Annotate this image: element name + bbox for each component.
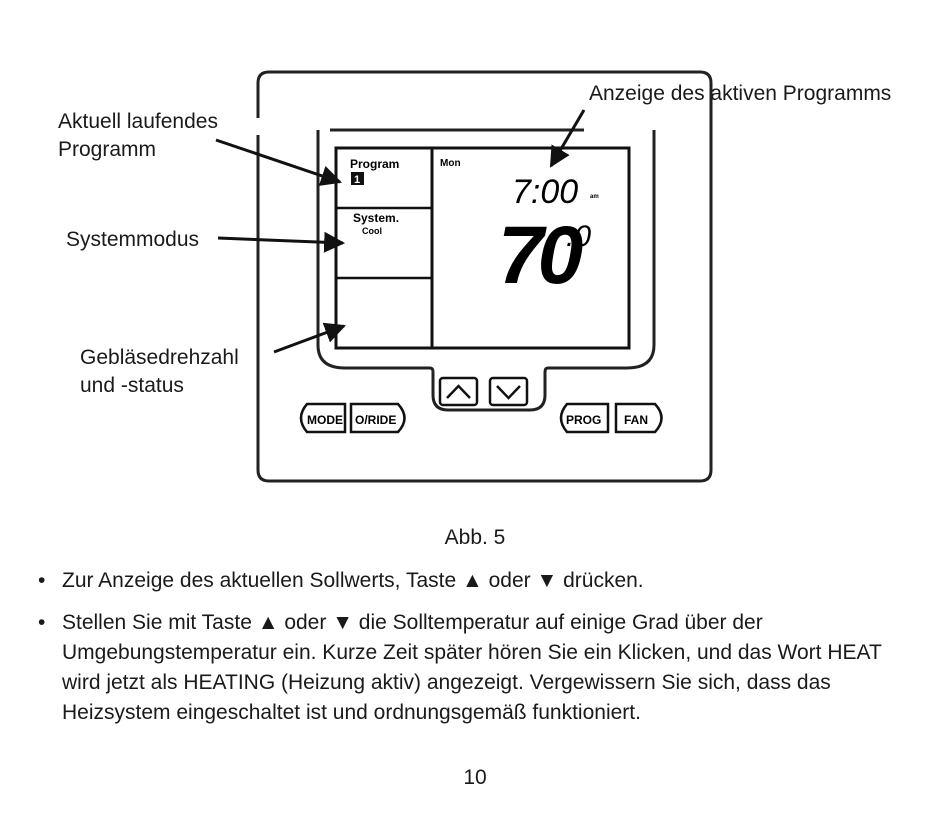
time-suffix: am [590, 194, 599, 200]
down-button[interactable] [488, 376, 529, 407]
fan-button[interactable]: FAN [614, 402, 663, 434]
prog-button[interactable]: PROG [559, 402, 610, 434]
list-item: Stellen Sie mit Taste ▲ oder ▼ die Sollt… [38, 608, 918, 728]
lcd-screen [334, 146, 631, 350]
device-outline [256, 70, 713, 483]
program-number-box [351, 172, 364, 185]
callout-fan-status: Gebläsedrehzahl und -status [80, 346, 239, 397]
temperature-decimal: .0 [566, 220, 591, 253]
callout-active-program: Aktuell laufendes Programm [58, 110, 218, 161]
system-label: System. [353, 211, 399, 225]
arrow-system-mode [217, 231, 346, 253]
mode-button[interactable]: MODE [299, 402, 347, 434]
instruction-list: Zur Anzeige des aktuellen Sollwerts, Tas… [38, 566, 918, 740]
temperature-display: 70 [498, 210, 583, 301]
override-button-label: O/RIDE [355, 413, 396, 427]
chevron-down-icon [496, 385, 521, 400]
chevron-up-icon [446, 384, 471, 399]
callout-system-mode: Systemmodus [66, 228, 200, 251]
arrow-program-display [549, 109, 586, 168]
up-button[interactable] [438, 376, 479, 407]
program-number: 1 [354, 174, 360, 186]
fan-button-label: FAN [624, 413, 648, 427]
figure-caption: Abb. 5 [444, 526, 506, 549]
page-number: 10 [463, 766, 487, 789]
callout-program-display: Anzeige des aktiven Programms [589, 82, 892, 105]
override-button[interactable]: O/RIDE [349, 402, 406, 434]
list-item: Zur Anzeige des aktuellen Sollwerts, Tas… [38, 566, 918, 596]
program-label: Program [350, 157, 399, 171]
arrow-fan [273, 322, 346, 354]
prog-button-label: PROG [566, 413, 601, 427]
arrow-active-program [215, 138, 342, 186]
system-value: Cool [362, 226, 382, 236]
screen-bezel [316, 130, 656, 412]
mode-button-label: MODE [307, 413, 343, 427]
time-display: 7:00 [512, 173, 578, 211]
day-label: Mon [440, 158, 461, 169]
